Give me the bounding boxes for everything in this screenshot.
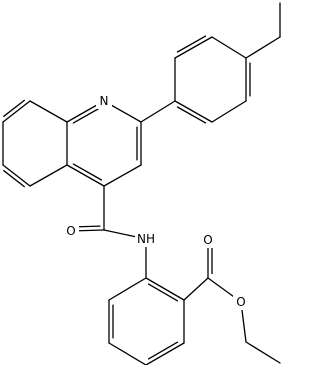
- bond-am-ao-double: [74, 225, 101, 228]
- ester-carbonyl-oxygen-bg: [200, 232, 216, 248]
- bond-c8a-n1-double: [72, 106, 103, 124]
- bond-layer: [2, 2, 281, 365]
- bond-c8a-c8: [29, 100, 68, 123]
- bond-c6-c5-double: [3, 170, 25, 188]
- bond-p5-p6: [174, 36, 213, 59]
- bond-c4-c4a: [66, 164, 105, 187]
- bond-b1-b2: [145, 277, 185, 301]
- bond-p1-p2: [174, 100, 213, 123]
- molecule-structure: N NH O O O: [2, 2, 281, 365]
- bond-p4-e1: [245, 36, 281, 59]
- bond-c2-p1: [140, 100, 176, 123]
- bond-c6-c5: [2, 164, 31, 187]
- bond-c8-c7-double: [3, 99, 25, 117]
- bond-b4-b5: [108, 342, 147, 365]
- bond-b3-b4-double: [147, 341, 179, 360]
- amide-nh-bg: [135, 231, 159, 247]
- bond-p5-p6-double: [176, 35, 207, 53]
- ring-nitrogen-label: N: [100, 94, 109, 108]
- amide-oxygen-bg: [63, 223, 79, 239]
- bond-b2-ec: [183, 277, 209, 301]
- bond-b6-b1: [108, 277, 147, 301]
- ester-ether-oxygen-label: O: [236, 295, 245, 309]
- ester-ether-oxygen-bg: [233, 294, 249, 310]
- bond-p4-p5: [211, 36, 247, 59]
- bond-b3-b4: [145, 342, 185, 365]
- bond-c8-c7: [2, 100, 31, 123]
- ester-carbonyl-oxygen-label: O: [203, 233, 212, 247]
- amide-nh-label: NH: [137, 232, 155, 246]
- bond-et1-et2: [245, 341, 281, 364]
- bond-c4-c4a-double: [72, 163, 103, 181]
- atom-label-layer: N NH O O O: [63, 93, 249, 310]
- ring-nitrogen-bg: [96, 93, 112, 109]
- amide-oxygen-label: O: [66, 224, 75, 238]
- bond-c3-c4: [103, 164, 142, 187]
- bond-p1-p2-double: [176, 106, 207, 124]
- bond-p2-p3: [211, 100, 247, 123]
- bond-c5-c4a: [29, 164, 68, 187]
- bond-b1-b2-double: [147, 283, 179, 302]
